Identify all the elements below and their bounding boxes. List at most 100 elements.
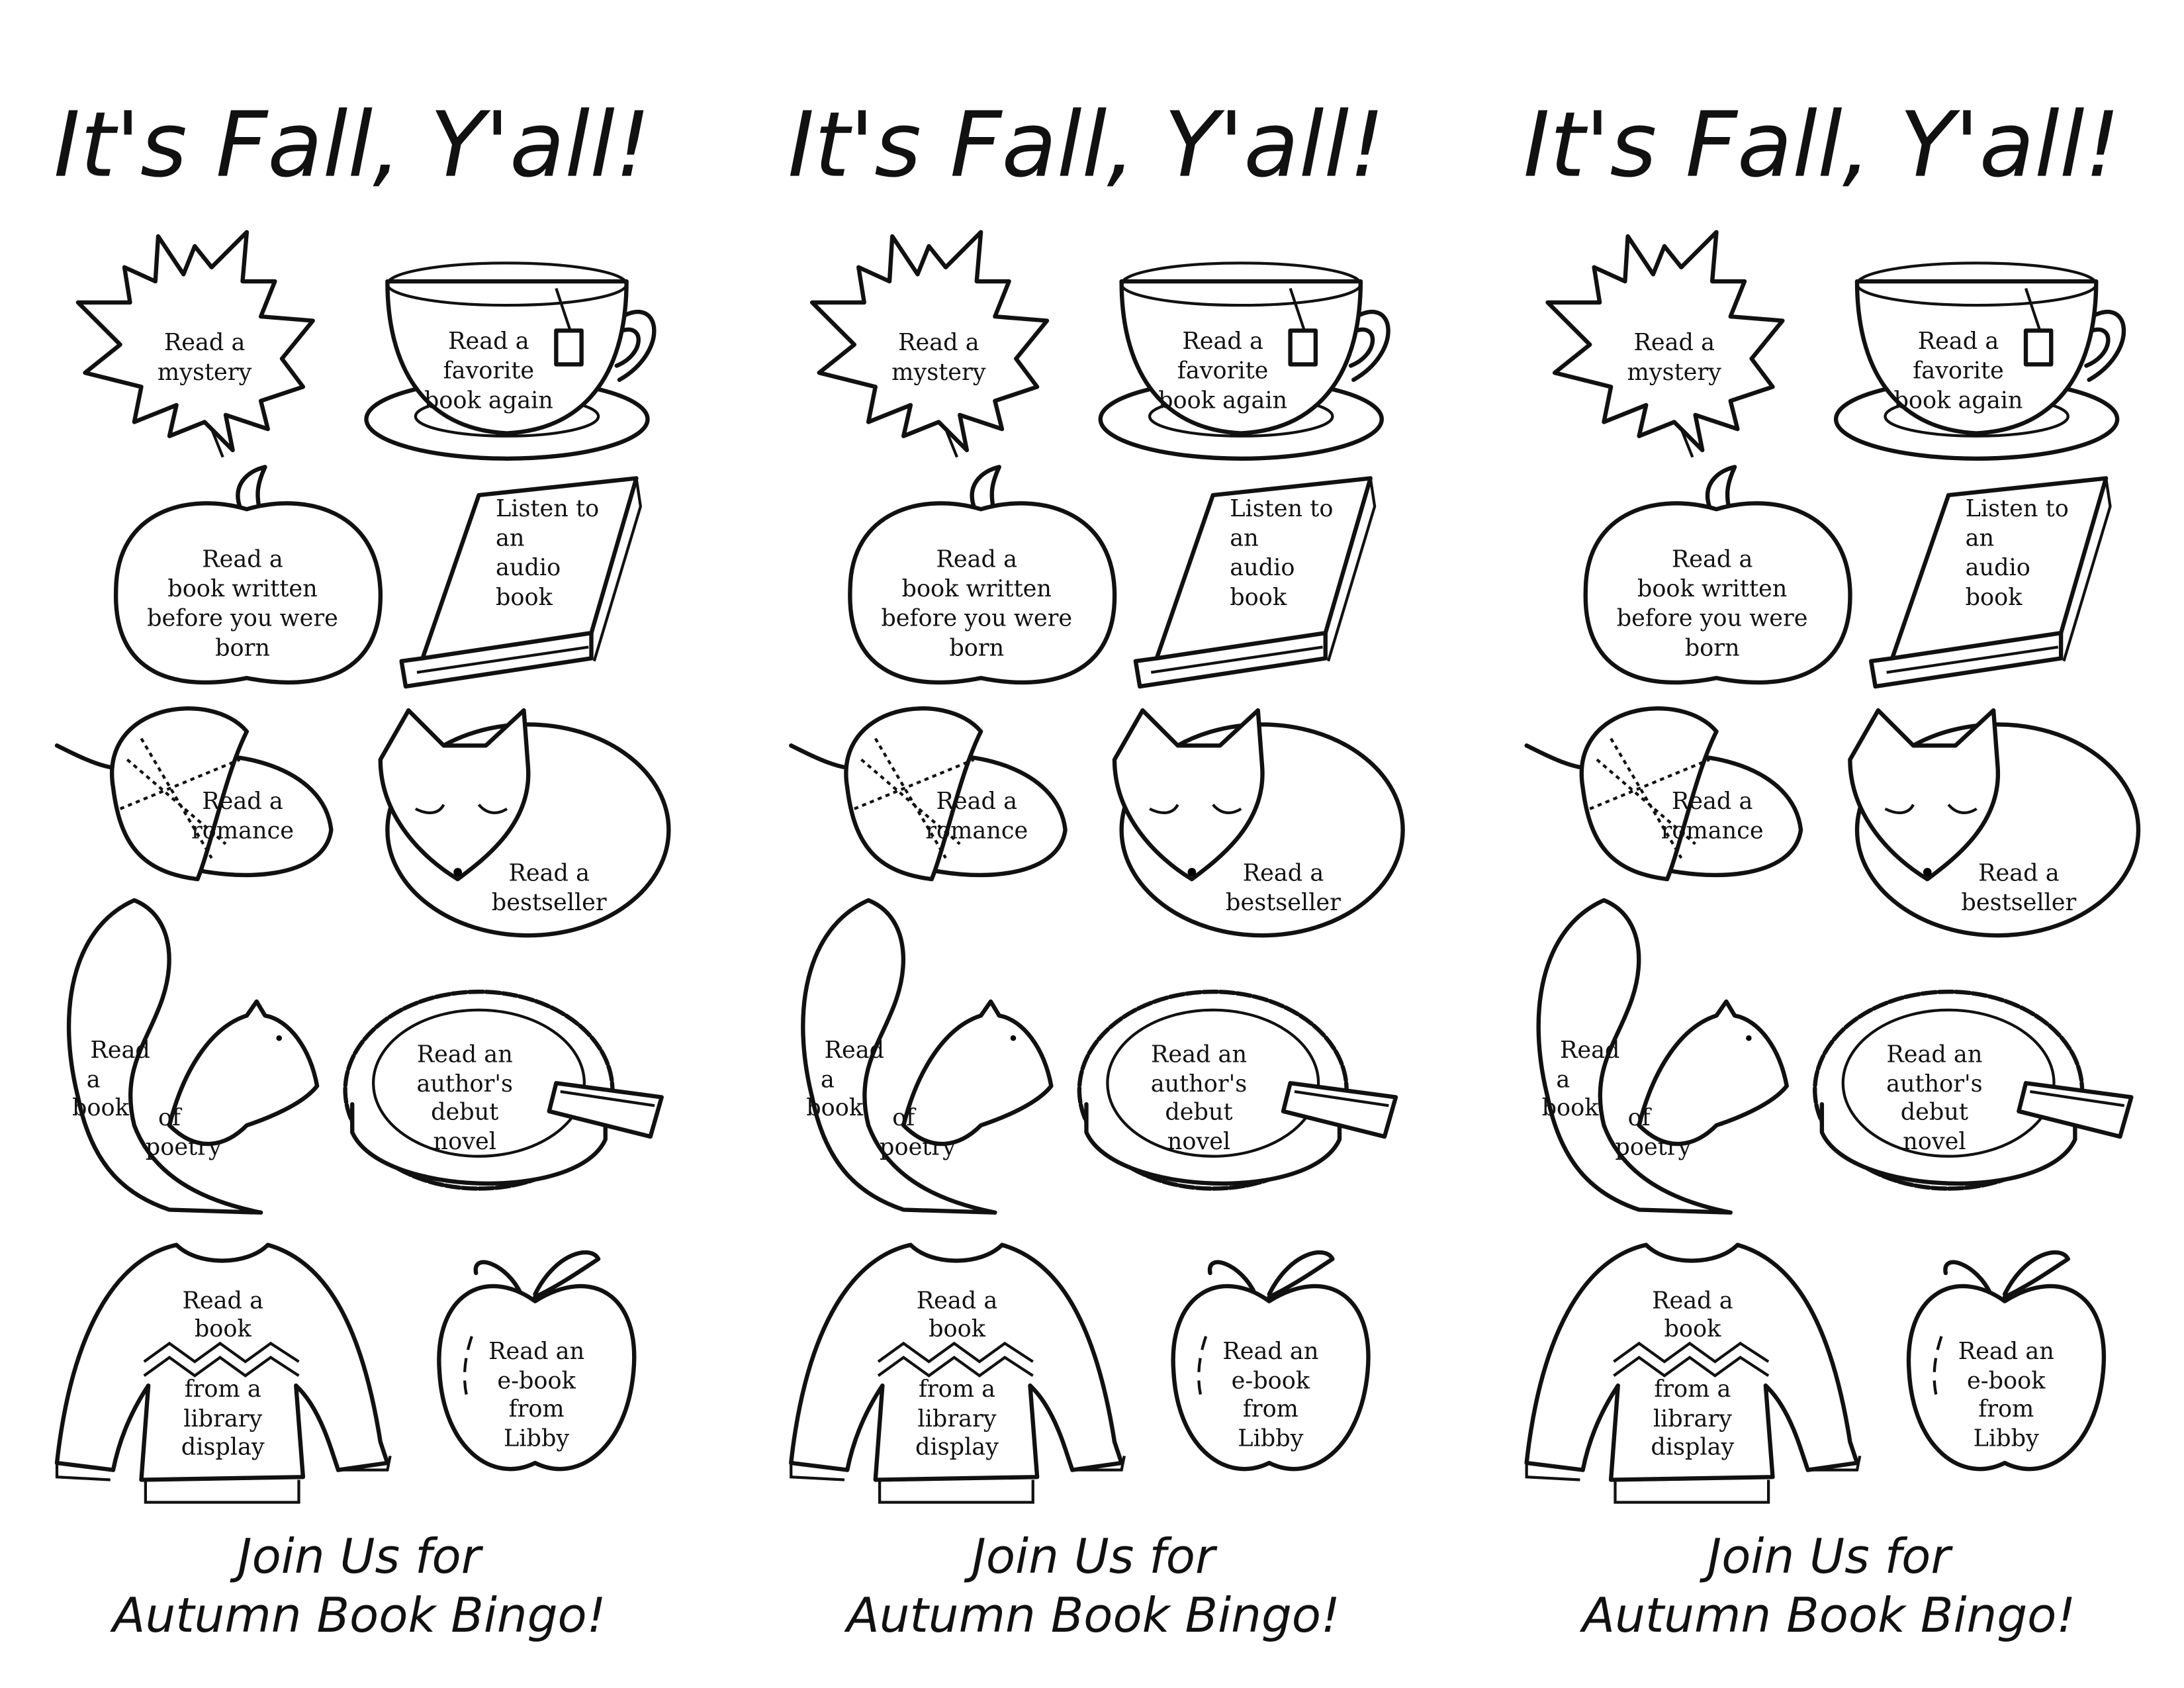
bingo-square-label: from xyxy=(1978,1395,2034,1423)
footer-line-2: Autumn Book Bingo! xyxy=(1580,1588,2076,1644)
book-illustration-icon xyxy=(1869,476,2112,689)
bingo-square-label: book xyxy=(195,1315,252,1342)
leaf-illustration-icon xyxy=(809,230,1050,458)
bookmark-title: It's Fall, Y'all! xyxy=(54,93,651,198)
bingo-square-label: Read a xyxy=(898,329,979,356)
bingo-square-label: an xyxy=(496,525,524,552)
bingo-square-label: romance xyxy=(191,818,294,845)
bingo-square-label: Read a xyxy=(1182,328,1263,355)
bingo-square-label: an xyxy=(1230,525,1258,552)
bingo-square-label: born xyxy=(215,634,270,661)
bingo-square-label: a xyxy=(1556,1066,1570,1094)
bingo-square-label: before you were xyxy=(1617,605,1808,632)
bingo-square-label: from a xyxy=(185,1376,261,1403)
bingo-square-label: favorite xyxy=(1913,357,2004,385)
acorn-illustration-icon xyxy=(1524,706,1803,882)
pumpkin-illustration-icon xyxy=(114,465,383,685)
bingo-square-label: book xyxy=(72,1094,130,1121)
leaf-illustration-icon xyxy=(75,230,315,458)
footer-line-2: Autumn Book Bingo! xyxy=(110,1588,606,1644)
sweater-illustration-icon xyxy=(1524,1243,1862,1504)
bingo-square-label: bestseller xyxy=(1961,889,2076,916)
book-illustration-icon xyxy=(399,476,643,689)
bingo-square-label: display xyxy=(181,1433,265,1460)
bingo-square-label: novel xyxy=(433,1128,496,1155)
pumpkin-illustration-icon xyxy=(1583,465,1852,685)
bingo-square-label: Listen to xyxy=(1230,495,1333,522)
bingo-square-label: Read an xyxy=(1886,1041,1982,1068)
bingo-square-label: before you were xyxy=(147,605,338,632)
bingo-square-label: author's xyxy=(416,1070,513,1098)
bingo-square-label: library xyxy=(183,1405,262,1432)
bingo-square-label: Read a xyxy=(1634,329,1715,356)
bingo-square-label: book xyxy=(806,1094,864,1121)
cup-illustration-icon xyxy=(364,261,657,461)
bingo-square-label: book written xyxy=(902,575,1052,602)
bingo-square-label: romance xyxy=(1661,818,1764,845)
bookmark-title: It's Fall, Y'all! xyxy=(788,93,1385,198)
bingo-square-label: bestseller xyxy=(492,889,607,916)
bingo-square-label: Read an xyxy=(1958,1338,2054,1365)
sweater-illustration-icon xyxy=(54,1243,392,1504)
bingo-square-label: mystery xyxy=(1627,359,1722,386)
cup-illustration-icon xyxy=(1098,261,1390,461)
bingo-square-label: debut xyxy=(1901,1099,1968,1126)
bingo-square-label: book written xyxy=(1637,575,1787,602)
acorn-illustration-icon xyxy=(789,706,1068,882)
bingo-square-label: from xyxy=(509,1395,565,1423)
bingo-square-fox: Read a bestseller xyxy=(1848,708,2141,938)
bingo-square-label: mystery xyxy=(891,359,986,386)
bingo-square-label: book again xyxy=(1893,387,2023,414)
bingo-square-label: debut xyxy=(431,1099,498,1126)
bingo-square-label: Read an xyxy=(1222,1338,1318,1365)
bingo-square-label: Read an xyxy=(417,1041,513,1068)
bingo-square-label: audio xyxy=(496,554,561,581)
squirrel-illustration-icon xyxy=(66,898,320,1215)
cup-illustration-icon xyxy=(1833,261,2126,461)
squirrel-illustration-icon xyxy=(1536,898,1789,1215)
bingo-square-label: mystery xyxy=(158,359,252,386)
bingo-square-label: before you were xyxy=(881,605,1072,632)
bingo-square-label: romance xyxy=(925,818,1028,845)
bingo-square-label: Read xyxy=(1560,1037,1619,1064)
bingo-square-label: Read a xyxy=(183,1287,264,1314)
bingo-square-label: favorite xyxy=(1177,357,1269,385)
bingo-square-label: Libby xyxy=(1974,1425,2039,1452)
bingo-square-label: Read a xyxy=(448,328,529,355)
bingo-square-label: of xyxy=(1628,1104,1653,1131)
bingo-square-label: Read an xyxy=(1151,1041,1247,1068)
bingo-square-label: Read a xyxy=(509,859,590,886)
bingo-square-label: Read a xyxy=(1978,859,2060,886)
bingo-square-label: from a xyxy=(1654,1376,1731,1403)
bingo-square-label: a xyxy=(87,1066,101,1094)
bingo-square-label: Libby xyxy=(504,1425,569,1452)
bingo-square-label: e-book xyxy=(1967,1367,2046,1394)
bingo-square-label: display xyxy=(1651,1433,1734,1460)
bingo-square-label: author's xyxy=(1886,1070,1983,1098)
bingo-square-label: audio xyxy=(1230,554,1295,581)
bingo-square-label: author's xyxy=(1151,1070,1248,1098)
bookmark-title: It's Fall, Y'all! xyxy=(1524,93,2120,198)
bingo-square-label: Read a xyxy=(1243,859,1324,886)
bingo-square-label: book xyxy=(1664,1315,1721,1342)
bingo-square-leaf: Read a mystery xyxy=(75,230,315,458)
bingo-square-label: Read a xyxy=(164,329,246,356)
bingo-square-label: Read a xyxy=(1918,328,1999,355)
bingo-square-label: book xyxy=(1542,1094,1600,1121)
bingo-square-label: Listen to xyxy=(1966,495,2069,522)
